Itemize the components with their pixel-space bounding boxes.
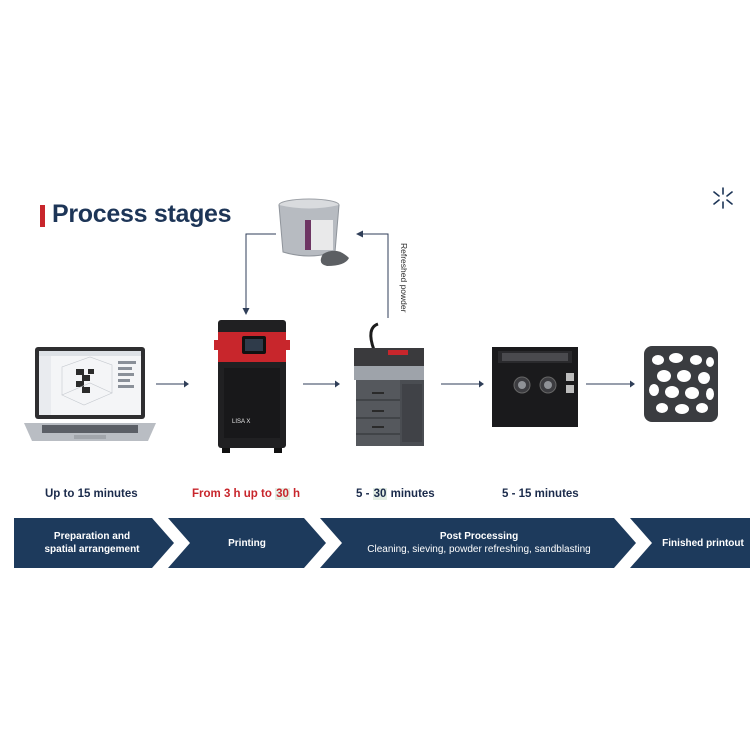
time-sandblast: 5 - 15 minutes	[502, 488, 579, 500]
time-prep: Up to 15 minutes	[45, 488, 138, 500]
powder-return-arrow	[354, 230, 394, 320]
printer-brand-label: LISA X	[232, 419, 250, 425]
stage-prep-line1: Preparation and	[54, 530, 130, 543]
flow-arrow-post-to-sandblast	[441, 379, 485, 389]
post-processing-station-icon	[348, 322, 428, 448]
sandblaster-icon	[490, 345, 580, 429]
flow-arrow-prep-to-print	[156, 379, 190, 389]
powder-bucket-icon	[275, 196, 351, 268]
stage-post-sub: Cleaning, sieving, powder refreshing, sa…	[367, 543, 590, 556]
time-printing-suffix: h	[290, 488, 300, 500]
stage-prep-line2: spatial arrangement	[44, 543, 139, 556]
refreshed-powder-label: Refreshed powder	[395, 243, 409, 315]
laptop-icon	[22, 345, 158, 445]
printer-icon	[212, 318, 292, 454]
time-printing: From 3 h up to 30 h	[192, 488, 300, 500]
flow-arrow-print-to-post	[303, 379, 341, 389]
title-accent-bar	[40, 205, 45, 227]
stage-printing-text: Printing	[228, 537, 266, 550]
refreshed-powder-text: Refreshed powder	[399, 243, 409, 312]
brand-logo-icon	[711, 186, 735, 210]
time-printing-prefix: From 3 h up to	[192, 488, 275, 500]
flow-arrow-sandblast-to-finished	[586, 379, 636, 389]
time-post: 5 - 30 minutes	[356, 488, 435, 500]
stage-label-post: Post Processing Cleaning, sieving, powde…	[344, 518, 614, 568]
time-post-highlight: 30	[373, 488, 388, 500]
stage-label-printing: Printing	[192, 518, 302, 568]
time-post-prefix: 5 -	[356, 488, 373, 500]
page-title: Process stages	[52, 200, 231, 229]
powder-feed-arrow	[238, 230, 278, 316]
lattice-part-icon	[638, 338, 724, 428]
time-printing-highlight: 30	[275, 488, 290, 500]
stage-label-finished: Finished printout	[656, 518, 750, 568]
stage-label-prep: Preparation and spatial arrangement	[34, 518, 150, 568]
stage-finished-text: Finished printout	[662, 537, 744, 550]
time-post-suffix: minutes	[387, 488, 434, 500]
stage-post-text: Post Processing	[440, 530, 518, 543]
